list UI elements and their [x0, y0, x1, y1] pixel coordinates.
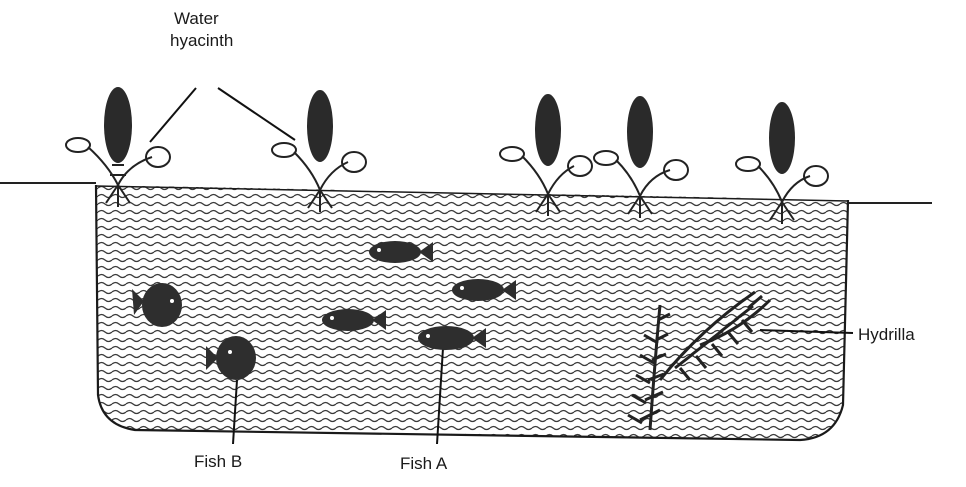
label-water-hyacinth: hyacinth [170, 31, 233, 51]
pond-water [96, 185, 848, 440]
label-fish-b: Fish B [194, 452, 242, 472]
pointer-hyacinth-2 [218, 88, 295, 140]
label-water-hyacinth: Water [174, 9, 219, 29]
pointer-hyacinth-1 [150, 88, 196, 142]
label-hydrilla: Hydrilla [858, 325, 915, 345]
label-fish-a: Fish A [400, 454, 447, 474]
